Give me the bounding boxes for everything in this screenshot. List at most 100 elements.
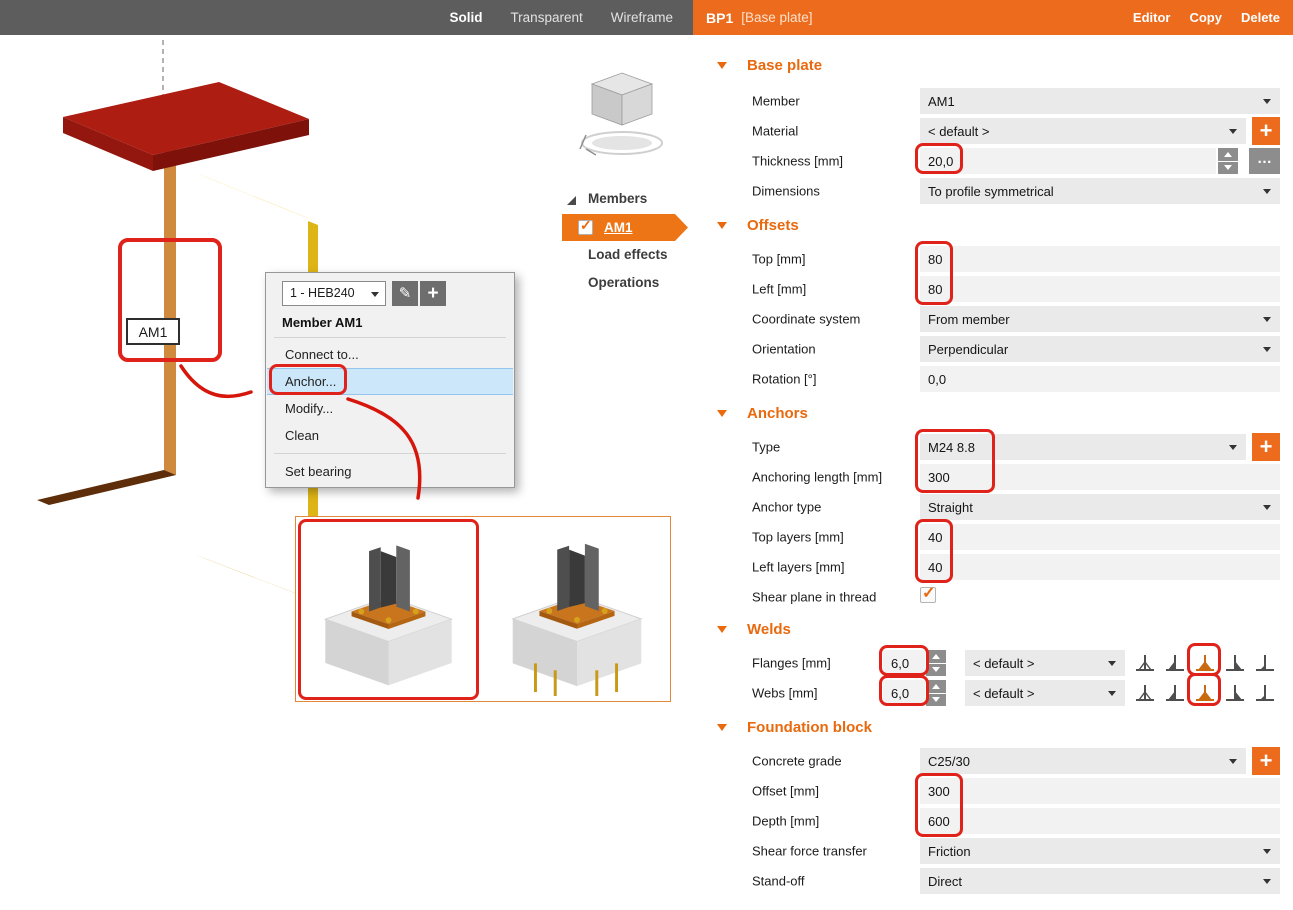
menu-item-modify[interactable]: Modify... — [285, 401, 334, 416]
weld-type-double-icon[interactable] — [1133, 681, 1157, 705]
material-dropdown[interactable]: < default > — [920, 118, 1246, 144]
transparent-view-button[interactable]: Transparent — [510, 10, 583, 25]
tree-item-members[interactable]: Members — [588, 191, 648, 206]
weld-type-fillet-right-icon[interactable] — [1223, 651, 1247, 675]
standoff-dropdown[interactable]: Direct — [920, 868, 1280, 894]
profile-dropdown[interactable]: 1 - HEB240 — [282, 281, 386, 306]
foundation-depth-value: 600 — [928, 813, 950, 829]
webs-spinner[interactable] — [926, 680, 946, 706]
flanges-material-dropdown[interactable]: < default > — [965, 650, 1125, 676]
standoff-label: Stand-off — [752, 873, 805, 889]
check-icon: ✓ — [580, 217, 592, 233]
profile-dropdown-value: 1 - HEB240 — [290, 286, 355, 300]
menu-item-set-bearing[interactable]: Set bearing — [285, 464, 352, 479]
foundation-offset-input[interactable]: 300 — [920, 778, 1280, 804]
concrete-add-button[interactable]: + — [1252, 747, 1280, 775]
property-panel: BP1 [Base plate] Editor Copy Delete Base… — [693, 0, 1293, 910]
row-foundation-offset: Offset [mm] 300 — [693, 776, 1293, 806]
offset-top-input[interactable]: 80 — [920, 246, 1280, 272]
operation-type: [Base plate] — [741, 10, 813, 25]
plus-icon: + — [1259, 748, 1273, 773]
row-anchor-type-grade: Type M24 8.8 + — [693, 432, 1293, 462]
standoff-value: Direct — [928, 873, 962, 889]
add-profile-button[interactable]: + — [420, 281, 446, 306]
flanges-material-value: < default > — [973, 655, 1035, 671]
foundation-depth-input[interactable]: 600 — [920, 808, 1280, 834]
collapse-icon[interactable] — [717, 61, 727, 69]
thickness-more-button[interactable]: … — [1249, 148, 1280, 174]
wireframe-view-button[interactable]: Wireframe — [610, 10, 673, 25]
weld-type-fillet-both-icon[interactable] — [1193, 681, 1217, 705]
solid-view-button[interactable]: Solid — [449, 10, 483, 25]
weld-type-fillet-left-icon[interactable] — [1163, 681, 1187, 705]
shear-force-transfer-dropdown[interactable]: Friction — [920, 838, 1280, 864]
material-add-button[interactable]: + — [1252, 117, 1280, 145]
row-shear-force-transfer: Shear force transfer Friction — [693, 836, 1293, 866]
offset-left-input[interactable]: 80 — [920, 276, 1280, 302]
weld-type-fillet-left-icon[interactable] — [1163, 651, 1187, 675]
rotation-input[interactable]: 0,0 — [920, 366, 1280, 392]
section-base-plate: Base plate — [693, 50, 1293, 80]
edit-profile-button[interactable]: ✎ — [392, 281, 418, 306]
row-flanges-weld: Flanges [mm] 6,0 < default > — [693, 648, 1293, 678]
weld-type-partial-icon[interactable] — [1253, 651, 1277, 675]
anchor-preview-image-1[interactable] — [298, 519, 479, 700]
spin-down-icon — [1224, 165, 1232, 171]
collapse-icon[interactable] — [717, 221, 727, 229]
menu-divider — [274, 453, 506, 454]
collapse-icon[interactable] — [717, 625, 727, 633]
left-layers-input[interactable]: 40 — [920, 554, 1280, 580]
top-layers-input[interactable]: 40 — [920, 524, 1280, 550]
flanges-size-input[interactable]: 6,0 — [883, 650, 925, 676]
spin-up-icon — [932, 683, 940, 689]
orientation-dropdown[interactable]: Perpendicular — [920, 336, 1280, 362]
thickness-input[interactable]: 20,0 — [920, 148, 1216, 174]
plus-icon: + — [427, 283, 439, 304]
dimensions-dropdown[interactable]: To profile symmetrical — [920, 178, 1280, 204]
top-layers-label: Top layers [mm] — [752, 529, 844, 545]
row-material: Material < default > + — [693, 116, 1293, 146]
flanges-spinner[interactable] — [926, 650, 946, 676]
webs-size-input[interactable]: 6,0 — [883, 680, 925, 706]
am1-checkbox[interactable]: ✓ — [578, 220, 593, 235]
chevron-down-icon — [1229, 129, 1237, 134]
member-dropdown[interactable]: AM1 — [920, 88, 1280, 114]
tree-item-load-effects[interactable]: Load effects — [588, 247, 668, 262]
weld-type-double-icon[interactable] — [1133, 651, 1157, 675]
rotation-value: 0,0 — [928, 371, 947, 387]
row-thickness: Thickness [mm] 20,0 … — [693, 146, 1293, 176]
thickness-spinner[interactable] — [1218, 148, 1238, 174]
anchor-add-button[interactable]: + — [1252, 433, 1280, 461]
webs-material-dropdown[interactable]: < default > — [965, 680, 1125, 706]
copy-button[interactable]: Copy — [1189, 10, 1222, 25]
row-dimensions: Dimensions To profile symmetrical — [693, 176, 1293, 206]
coordinate-system-dropdown[interactable]: From member — [920, 306, 1280, 332]
editor-button[interactable]: Editor — [1132, 10, 1171, 25]
menu-item-connect-to[interactable]: Connect to... — [285, 347, 359, 362]
anchoring-length-input[interactable]: 300 — [920, 464, 1280, 490]
webs-material-value: < default > — [973, 685, 1035, 701]
anchor-preview-image-2[interactable] — [488, 520, 666, 698]
spin-down-icon — [932, 697, 940, 703]
weld-type-partial-icon[interactable] — [1253, 681, 1277, 705]
navigation-cube[interactable] — [572, 63, 672, 163]
delete-button[interactable]: Delete — [1240, 10, 1280, 25]
tree-item-operations[interactable]: Operations — [588, 275, 660, 290]
rotation-label: Rotation [°] — [752, 371, 817, 387]
concrete-grade-dropdown[interactable]: C25/30 — [920, 748, 1246, 774]
view-mode-toolbar: Solid Transparent Wireframe — [0, 0, 693, 35]
row-top-layers: Top layers [mm] 40 — [693, 522, 1293, 552]
chevron-down-icon — [1263, 347, 1271, 352]
anchor-type-dropdown[interactable]: Straight — [920, 494, 1280, 520]
collapse-icon[interactable] — [717, 409, 727, 417]
row-rotation: Rotation [°] 0,0 — [693, 364, 1293, 394]
tree-item-am1[interactable]: ✓ AM1 — [562, 214, 688, 241]
menu-item-clean[interactable]: Clean — [285, 428, 319, 443]
weld-type-fillet-both-icon[interactable] — [1193, 651, 1217, 675]
menu-item-anchor[interactable]: Anchor... — [267, 368, 513, 395]
shear-plane-checkbox[interactable]: ✓ — [920, 585, 936, 603]
weld-type-fillet-right-icon[interactable] — [1223, 681, 1247, 705]
collapse-icon[interactable] — [717, 723, 727, 731]
anchor-grade-dropdown[interactable]: M24 8.8 — [920, 434, 1246, 460]
tree-expander-icon[interactable] — [567, 196, 576, 205]
